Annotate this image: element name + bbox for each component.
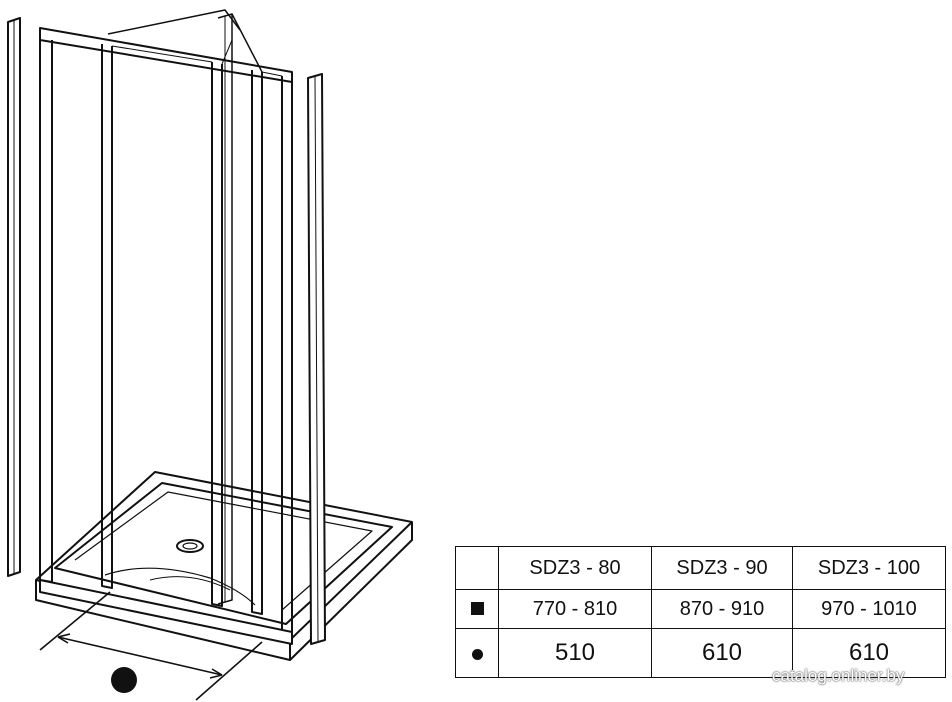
table-cell: 510 — [498, 628, 652, 678]
table-row: 770 - 810 870 - 910 970 - 1010 — [455, 589, 946, 629]
square-symbol-cell — [455, 589, 499, 629]
table-row: 510 610 610 — [455, 628, 946, 678]
table-cell: 770 - 810 — [498, 589, 652, 629]
shower-enclosure-drawing — [7, 9, 413, 701]
back-wall — [107, 9, 241, 35]
left-wall-profile — [7, 17, 21, 577]
header-sdz3-90: SDZ3 - 90 — [651, 546, 793, 590]
door-frame — [39, 13, 293, 645]
shower-tray — [35, 471, 413, 661]
header-sdz3-100: SDZ3 - 100 — [792, 546, 946, 590]
watermark: catalog.onliner.by — [772, 666, 905, 685]
width-dimension — [39, 591, 263, 701]
table-header-row: SDZ3 - 80 SDZ3 - 90 SDZ3 - 100 — [455, 546, 946, 590]
circle-symbol-cell — [455, 628, 499, 678]
header-sdz3-80: SDZ3 - 80 — [498, 546, 652, 590]
table-cell: 610 — [792, 628, 946, 678]
size-table: SDZ3 - 80 SDZ3 - 90 SDZ3 - 100 770 - 810… — [455, 546, 946, 678]
circle-symbol — [111, 667, 137, 693]
right-wall-profile — [307, 73, 326, 645]
circle-symbol — [471, 649, 483, 660]
table-corner-cell — [455, 546, 499, 590]
table-cell: 870 - 910 — [651, 589, 793, 629]
square-symbol — [470, 601, 484, 615]
drain — [176, 539, 204, 553]
table-cell: 610 — [651, 628, 793, 678]
table-cell: 970 - 1010 — [792, 589, 946, 629]
